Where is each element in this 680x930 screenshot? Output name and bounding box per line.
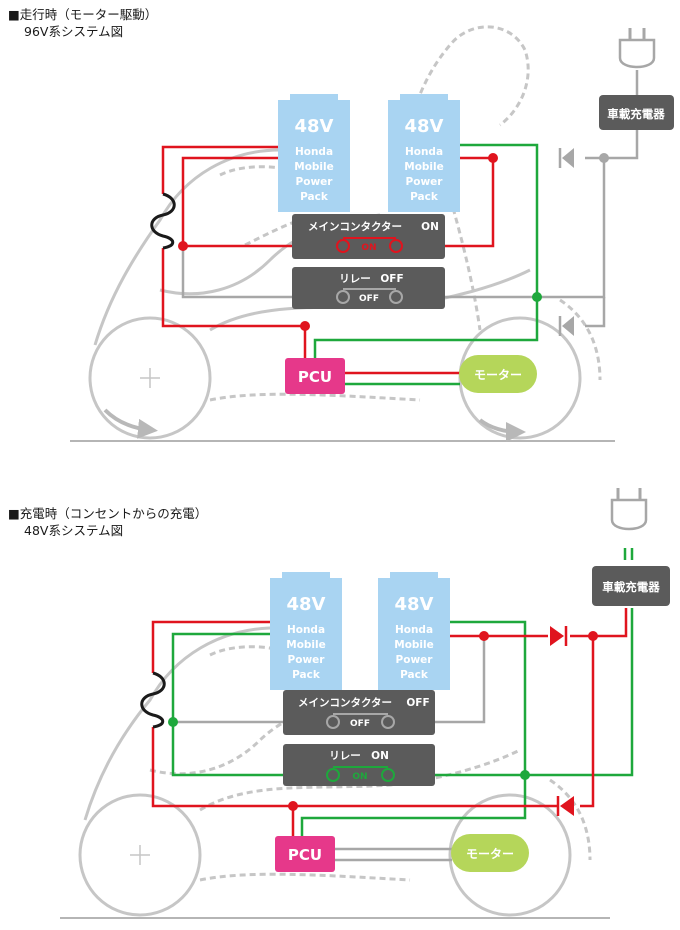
junction-dot <box>479 631 489 641</box>
fuse-icon <box>150 192 176 250</box>
svg-text:Power: Power <box>296 176 334 188</box>
svg-text:PCU: PCU <box>288 846 322 864</box>
switch-state: OFF <box>359 294 379 304</box>
diode-icon <box>562 316 574 336</box>
battery-voltage: 48V <box>395 594 434 615</box>
pcu-box-2: PCU <box>275 836 335 872</box>
main-contactor-box-1: メインコンタクター ON ON <box>292 214 445 259</box>
junction-dot <box>588 631 598 641</box>
inactive-wiring-1 <box>181 28 656 328</box>
svg-text:Mobile: Mobile <box>286 639 326 651</box>
fuse-icon <box>140 671 166 729</box>
battery-voltage: 48V <box>405 116 444 137</box>
svg-text:モーター: モーター <box>474 368 522 382</box>
diode-icon <box>560 796 574 816</box>
battery-pack-left-2: 48V Honda Mobile Power Pack <box>270 572 342 690</box>
junction-dot <box>488 153 498 163</box>
battery-voltage: 48V <box>295 116 334 137</box>
battery-pack-right-2: 48V Honda Mobile Power Pack <box>378 572 450 690</box>
svg-text:車載充電器: 車載充電器 <box>602 580 660 594</box>
diode-icon <box>562 148 574 168</box>
onboard-charger-2: 車載充電器 <box>592 566 670 606</box>
switch-state: ON <box>361 243 376 253</box>
junction-dot <box>300 321 310 331</box>
onboard-charger-1: 車載充電器 <box>599 95 674 130</box>
active-red-wiring-1 <box>161 145 495 375</box>
contactor-state: OFF <box>406 697 429 709</box>
svg-text:Pack: Pack <box>410 191 439 203</box>
svg-text:Power: Power <box>396 654 434 666</box>
section1-subtitle: 96V系システム図 <box>24 24 124 39</box>
wheel-rotation-arrow-front <box>103 408 158 439</box>
section2-subtitle: 48V系システム図 <box>24 523 124 538</box>
relay-state: ON <box>371 750 389 762</box>
relay-label: リレー <box>329 750 361 762</box>
relay-label: リレー <box>339 273 371 285</box>
motor-1: モーター <box>459 355 537 393</box>
main-contactor-box-2: メインコンタクター OFF OFF <box>283 690 435 735</box>
section1-heading: ■走行時（モーター駆動） 96V系システム図 <box>8 6 157 40</box>
svg-text:Mobile: Mobile <box>394 639 434 651</box>
junction-dot <box>168 717 178 727</box>
section1-diagram: 48V Honda Mobile Power Pack 48V Honda Mo… <box>70 25 674 442</box>
contactor-label: メインコンタクター <box>308 221 402 233</box>
contactor-state: ON <box>421 221 439 233</box>
svg-text:PCU: PCU <box>298 368 332 386</box>
relay-state: OFF <box>380 273 403 285</box>
junction-dot <box>532 292 542 302</box>
svg-text:Honda: Honda <box>405 146 443 158</box>
svg-text:Honda: Honda <box>395 624 433 636</box>
pcu-box-1: PCU <box>285 358 345 394</box>
wheel-rotation-arrow-rear <box>478 418 526 442</box>
svg-text:Power: Power <box>288 654 326 666</box>
junction-dot <box>599 153 609 163</box>
relay-box-1: リレー OFF OFF <box>292 267 445 309</box>
active-green-wiring-2 <box>171 548 634 836</box>
svg-text:Mobile: Mobile <box>294 161 334 173</box>
motor-2: モーター <box>451 834 529 872</box>
svg-text:Power: Power <box>406 176 444 188</box>
svg-text:Honda: Honda <box>295 146 333 158</box>
section2-diagram: 48V Honda Mobile Power Pack 48V Honda Mo… <box>60 488 670 919</box>
svg-text:モーター: モーター <box>466 847 514 861</box>
relay-box-2: リレー ON ON <box>283 744 435 786</box>
section1-title: ■走行時（モーター駆動） <box>8 7 158 22</box>
section2-title: ■充電時（コンセントからの充電） <box>8 506 208 521</box>
junction-dot <box>520 770 530 780</box>
svg-text:Mobile: Mobile <box>404 161 444 173</box>
battery-pack-left-1: 48V Honda Mobile Power Pack <box>278 94 350 212</box>
diode-icon <box>550 626 564 646</box>
svg-text:Pack: Pack <box>292 669 321 681</box>
switch-state: OFF <box>350 719 370 729</box>
junction-dot <box>178 241 188 251</box>
switch-state: ON <box>352 772 367 782</box>
battery-pack-right-1: 48V Honda Mobile Power Pack <box>388 94 460 212</box>
section2-heading: ■充電時（コンセントからの充電） 48V系システム図 <box>8 505 207 539</box>
battery-voltage: 48V <box>287 594 326 615</box>
svg-text:Pack: Pack <box>400 669 429 681</box>
contactor-label: メインコンタクター <box>298 697 392 709</box>
svg-text:車載充電器: 車載充電器 <box>607 107 665 121</box>
svg-text:Honda: Honda <box>287 624 325 636</box>
svg-text:Pack: Pack <box>300 191 329 203</box>
active-green-wiring-1 <box>313 143 539 386</box>
junction-dot <box>288 801 298 811</box>
